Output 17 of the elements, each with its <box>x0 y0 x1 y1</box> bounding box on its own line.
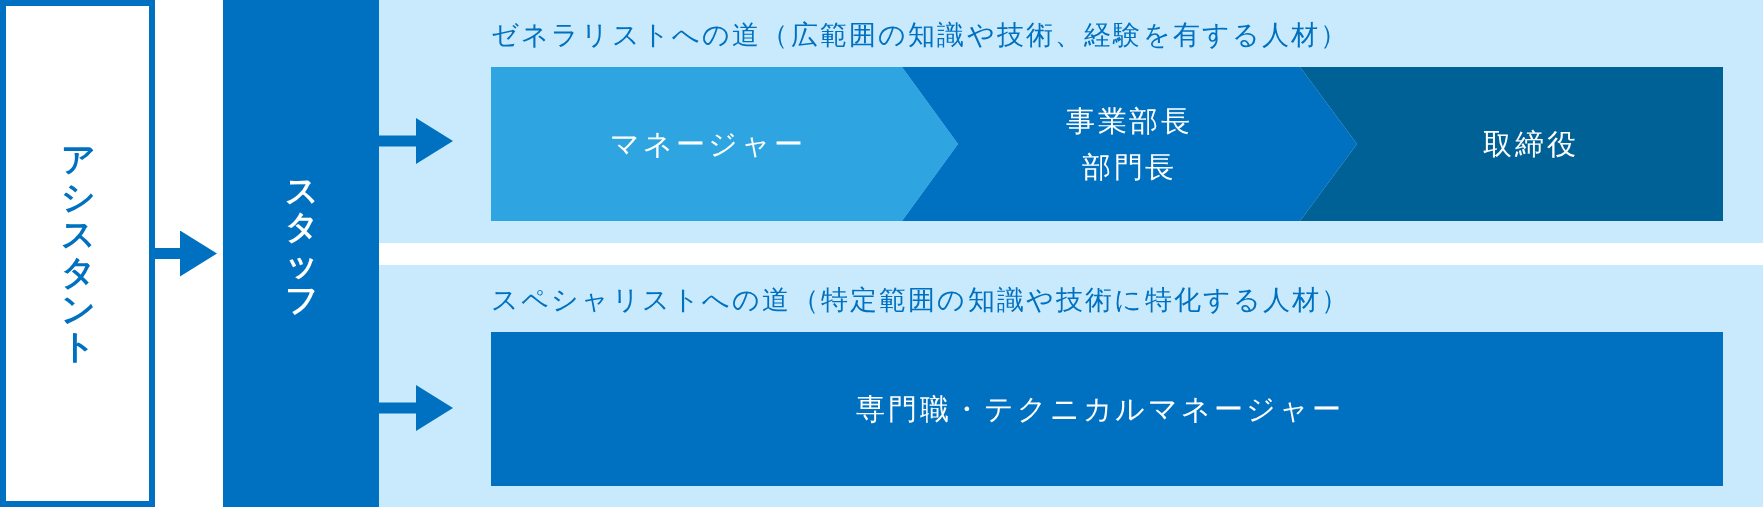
job-title: 取締役 <box>1483 127 1579 162</box>
job-title: マネージャー <box>610 127 806 162</box>
path-band <box>379 0 1763 243</box>
stage-label: アシスタント <box>60 141 95 366</box>
path-band <box>379 265 1763 507</box>
role-box <box>491 332 1723 486</box>
path-heading: ゼネラリストへの道（広範囲の知識や技術、経験を有する人材） <box>491 19 1350 52</box>
arrow <box>379 118 453 164</box>
job-title: 事業部長 <box>1065 104 1194 139</box>
job-title: 部門長 <box>1081 150 1178 185</box>
stage-box <box>0 0 155 507</box>
arrow <box>379 385 453 431</box>
job-title: 専門職・テクニカルマネージャー <box>856 392 1344 427</box>
arrow <box>155 230 217 277</box>
stage-label: スタッフ <box>284 172 318 319</box>
stage-box <box>223 0 379 507</box>
path-heading: スペシャリストへの道（特定範囲の知識や技術に特化する人材） <box>491 284 1351 317</box>
